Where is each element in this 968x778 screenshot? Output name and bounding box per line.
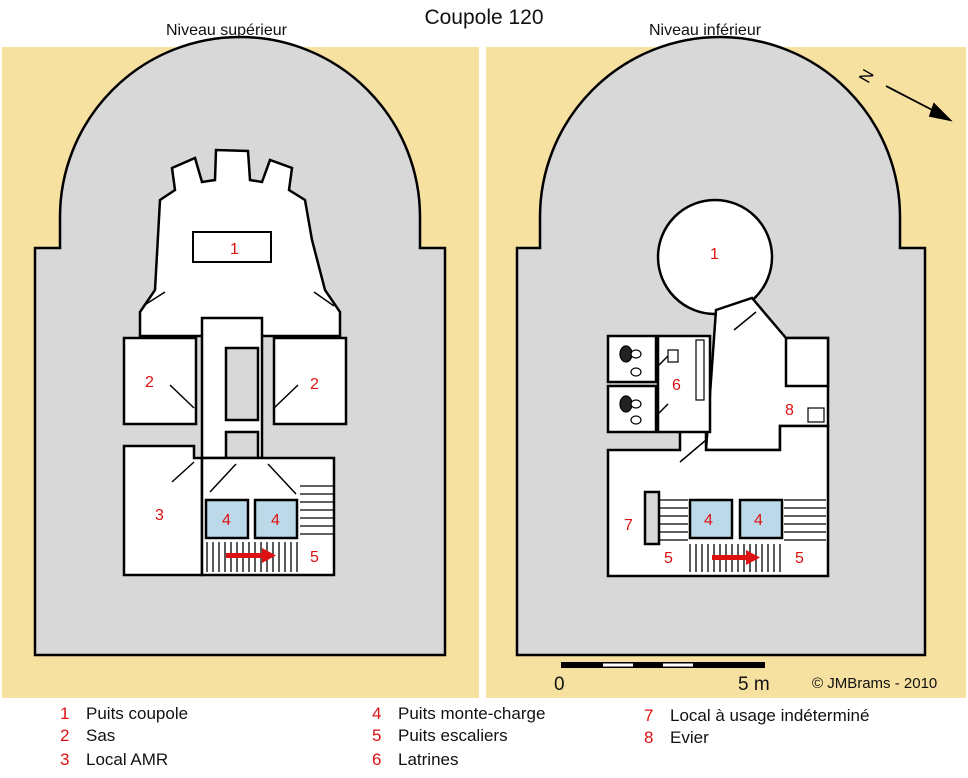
room-label-frame	[192, 231, 272, 263]
room-number: 4	[271, 512, 280, 529]
room-2-right	[272, 336, 348, 426]
floor-plan-canvas: 1 2 2 3 4 4 5	[2, 35, 966, 698]
door-swing	[313, 291, 335, 307]
corridor-pillar-2	[224, 430, 260, 460]
latrine-cubicle-2	[606, 384, 658, 434]
door-swing	[267, 463, 297, 495]
door-swing	[679, 439, 707, 463]
door-swing	[209, 463, 237, 493]
stair-arrow-lower	[712, 550, 760, 565]
legend-label: Evier	[670, 728, 709, 747]
legend-label: Local à usage indéterminé	[670, 706, 870, 725]
door-swing	[733, 311, 757, 331]
door-swing	[169, 384, 195, 409]
room-number: 4	[222, 512, 231, 529]
plan-upper	[33, 35, 447, 657]
room-number: 2	[310, 376, 319, 393]
latrine-fixtures	[619, 339, 825, 425]
scale-bar: 0 5 m	[554, 662, 770, 695]
legend-label: Latrines	[398, 750, 459, 769]
legend-label: Puits coupole	[86, 704, 189, 723]
room-number: 6	[672, 377, 681, 394]
shaft-4b-upper	[253, 498, 299, 540]
room-number: 2	[145, 374, 154, 391]
room-number: 8	[785, 402, 794, 419]
level-title-lower: Niveau inférieur	[649, 22, 762, 39]
diagram-title: Coupole 120	[424, 6, 544, 29]
room-number: 5	[664, 550, 673, 567]
shaft-4a-upper	[204, 498, 250, 540]
door-swing	[142, 291, 166, 307]
room-8-lower	[784, 336, 830, 388]
stair-arrow-upper	[226, 548, 276, 563]
door-swing	[273, 384, 299, 409]
room-number: 7	[624, 517, 633, 534]
shaft-4a-lower	[688, 498, 734, 540]
room-number: 1	[230, 241, 239, 258]
scale-start: 0	[554, 674, 565, 695]
stair-block-left-lower	[643, 490, 661, 546]
plan-lower	[515, 35, 927, 657]
shaft-4b-lower	[738, 498, 784, 540]
floor-plans-svg: 1 2 2 3 4 4 5	[2, 35, 966, 698]
door-swing	[171, 461, 195, 483]
room-number: 5	[795, 550, 804, 567]
legend-label: Local AMR	[86, 750, 169, 769]
room-2-left	[122, 336, 198, 426]
corridor-pillar-1	[224, 346, 260, 422]
level-title-upper: Niveau supérieur	[166, 22, 287, 39]
room-number: 1	[710, 246, 719, 263]
legend-label: Sas	[86, 726, 116, 745]
copyright: © JMBrams - 2010	[812, 675, 937, 692]
room-number: 3	[155, 507, 164, 524]
legend-label: Puits escaliers	[398, 726, 508, 745]
door-swing	[655, 403, 669, 417]
room-number: 5	[310, 549, 319, 566]
door-swing	[655, 355, 669, 369]
room-number: 4	[754, 512, 763, 529]
room-number: 4	[704, 512, 713, 529]
legend-label: Puits monte-charge	[398, 704, 546, 723]
scale-end: 5 m	[738, 674, 770, 695]
